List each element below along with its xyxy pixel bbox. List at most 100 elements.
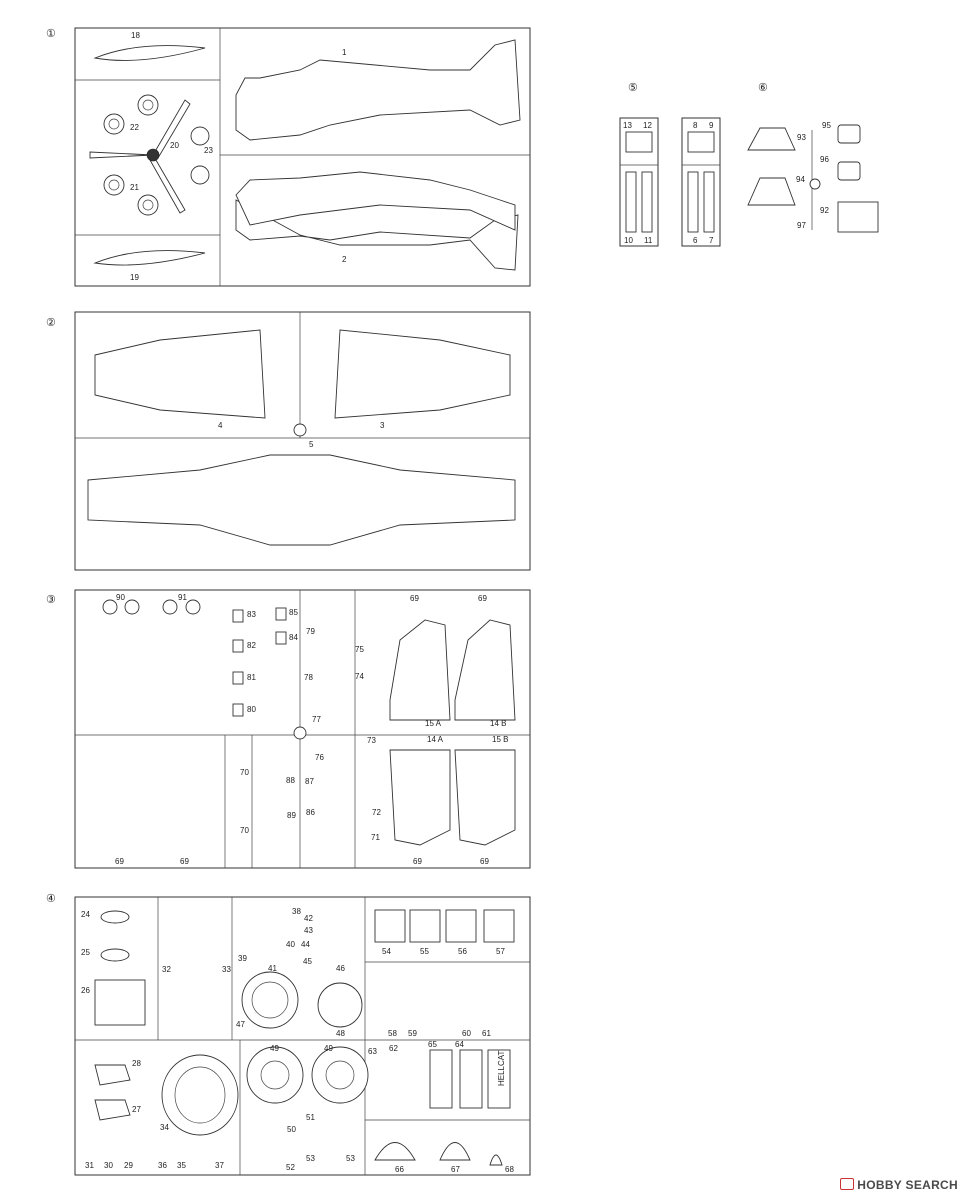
part-label-46: 46 — [336, 964, 345, 973]
part-label-18: 18 — [131, 31, 140, 40]
tree-marker-6: ⑥ — [758, 82, 768, 94]
part-label-48: 48 — [336, 1029, 345, 1038]
part-label-61: 61 — [482, 1029, 491, 1038]
part-label-8: 8 — [693, 121, 698, 130]
part-label-69c: 69 — [115, 857, 124, 866]
flap-part-14b — [454, 619, 516, 721]
part-label-93: 93 — [797, 133, 806, 142]
sprue-tree-5: ⑤ 13 12 10 11 8 9 6 7 — [619, 82, 721, 247]
sprue-tree-1: ① 18 22 20 23 21 — [46, 27, 531, 287]
part-label-14b: 14 B — [490, 719, 506, 728]
hobby-search-logo-icon — [840, 1178, 855, 1190]
part-label-97: 97 — [797, 221, 806, 230]
part-label-23: 23 — [204, 146, 213, 155]
part-label-50: 50 — [287, 1125, 296, 1134]
part-label-53b: 53 — [346, 1154, 355, 1163]
part-label-5: 5 — [309, 440, 314, 449]
part-label-32: 32 — [162, 965, 171, 974]
part-label-53a: 53 — [306, 1154, 315, 1163]
part-label-21: 21 — [130, 183, 139, 192]
wing-lower-part — [87, 454, 516, 546]
tree-marker-1: ① — [46, 28, 56, 40]
part-label-55: 55 — [420, 947, 429, 956]
part-label-65: 65 — [428, 1040, 437, 1049]
part-label-6: 6 — [693, 236, 698, 245]
part-label-15b: 15 B — [492, 735, 508, 744]
part-label-67: 67 — [451, 1165, 460, 1174]
part-label-9: 9 — [709, 121, 714, 130]
part-label-52: 52 — [286, 1163, 295, 1172]
part-label-91: 91 — [178, 593, 187, 602]
part-label-62: 62 — [389, 1044, 398, 1053]
drop-tank-part — [93, 250, 206, 266]
part-label-51: 51 — [306, 1113, 315, 1122]
part-label-84: 84 — [289, 633, 298, 642]
wing-upper-right-part — [334, 329, 511, 419]
part-label-85: 85 — [289, 608, 298, 617]
part-label-60: 60 — [462, 1029, 471, 1038]
part-label-68: 68 — [505, 1165, 514, 1174]
part-label-20: 20 — [170, 141, 179, 150]
part-label-94: 94 — [796, 175, 805, 184]
part-label-81: 81 — [247, 673, 256, 682]
part-label-38: 38 — [292, 907, 301, 916]
part-label-26: 26 — [81, 986, 90, 995]
part-label-89: 89 — [287, 811, 296, 820]
part-label-70b: 70 — [240, 826, 249, 835]
part-label-15a: 15 A — [425, 719, 442, 728]
propeller-part — [89, 99, 191, 214]
part-label-36: 36 — [158, 1161, 167, 1170]
part-label-47: 47 — [236, 1020, 245, 1029]
part-label-13: 13 — [623, 121, 632, 130]
part-label-70a: 70 — [240, 768, 249, 777]
part-label-28: 28 — [132, 1059, 141, 1068]
part-label-24: 24 — [81, 910, 90, 919]
part-label-63: 63 — [368, 1047, 377, 1056]
part-label-49b: 49 — [324, 1044, 333, 1053]
fuselage-left-part — [235, 39, 521, 141]
flap-part-15a — [389, 619, 451, 721]
part-label-45: 45 — [303, 957, 312, 966]
part-label-69e: 69 — [413, 857, 422, 866]
part-label-31: 31 — [85, 1161, 94, 1170]
part-label-83: 83 — [247, 610, 256, 619]
part-label-78: 78 — [304, 673, 313, 682]
part-label-40: 40 — [286, 940, 295, 949]
part-label-64: 64 — [455, 1040, 464, 1049]
part-label-86: 86 — [306, 808, 315, 817]
part-label-14a: 14 A — [427, 735, 444, 744]
part-label-7: 7 — [709, 236, 714, 245]
tail-wheel-parts — [102, 599, 201, 615]
wheel-parts — [103, 94, 210, 216]
part-label-95: 95 — [822, 121, 831, 130]
sprue-tree-4: ④ HELLCAT — [46, 893, 531, 1176]
part-label-2: 2 — [342, 255, 347, 264]
part-label-76: 76 — [315, 753, 324, 762]
part-label-58: 58 — [388, 1029, 397, 1038]
tree-marker-4: ④ — [46, 893, 56, 905]
part-label-96: 96 — [820, 155, 829, 164]
part-label-92: 92 — [820, 206, 829, 215]
part-label-59: 59 — [408, 1029, 417, 1038]
part-label-77: 77 — [312, 715, 321, 724]
part-label-82: 82 — [247, 641, 256, 650]
tree-marker-5: ⑤ — [628, 82, 638, 94]
part-label-37: 37 — [215, 1161, 224, 1170]
part-label-69d: 69 — [180, 857, 189, 866]
sprue-tree-3: ③ 90 91 83 82 81 80 85 84 79 78 — [46, 589, 531, 869]
part-label-34: 34 — [160, 1123, 169, 1132]
part-label-69a: 69 — [410, 594, 419, 603]
part-label-72: 72 — [372, 808, 381, 817]
part-label-1: 1 — [342, 48, 347, 57]
part-label-33: 33 — [222, 965, 231, 974]
part-label-57: 57 — [496, 947, 505, 956]
part-label-10: 10 — [624, 236, 633, 245]
drop-tank-part — [93, 45, 206, 61]
tree-marker-2: ② — [46, 317, 56, 329]
part-label-90: 90 — [116, 593, 125, 602]
part-label-43: 43 — [304, 926, 313, 935]
part-label-49a: 49 — [270, 1044, 279, 1053]
flap-part-15b — [454, 749, 516, 846]
